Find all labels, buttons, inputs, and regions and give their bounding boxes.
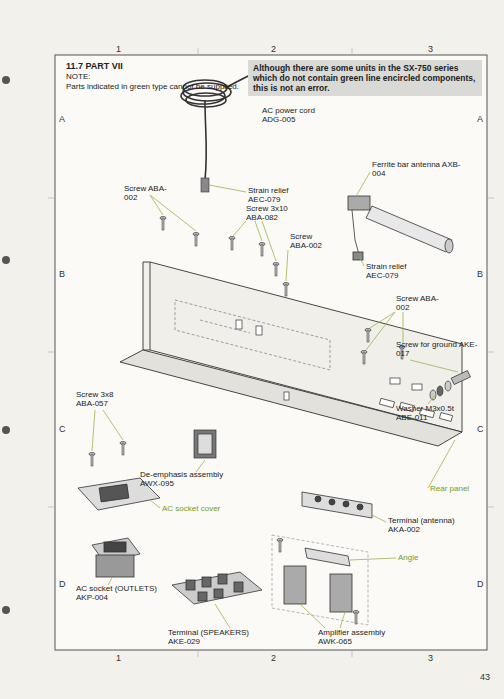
part-label: Washer M3x0.5t ABE-011 bbox=[396, 404, 468, 422]
page-number: 43 bbox=[480, 673, 490, 682]
part-label: Screw 3x8 ABA-057 bbox=[76, 390, 122, 408]
grid-letter: C bbox=[59, 425, 66, 434]
grid-number: 2 bbox=[271, 654, 276, 663]
grid-number: 3 bbox=[428, 45, 433, 54]
grid-number: 1 bbox=[116, 45, 121, 54]
section-title: 11.7 PART VII bbox=[66, 61, 123, 71]
part-label: Screw ABA-002 bbox=[396, 294, 440, 312]
grid-number: 3 bbox=[428, 654, 433, 663]
part-label: Angle bbox=[398, 553, 418, 562]
grid-letter: A bbox=[477, 115, 483, 124]
part-label: AC socket (OUTLETS) AKP-004 bbox=[76, 584, 176, 602]
grid-letter: C bbox=[477, 425, 484, 434]
part-label: Screw 3x10 ABA-082 bbox=[246, 204, 296, 222]
part-label: AC socket cover bbox=[162, 504, 220, 513]
part-label: Screw for ground AKE-017 bbox=[396, 340, 482, 358]
note-text: Parts indicated in green type cannot be … bbox=[66, 82, 239, 91]
part-label: Ferrite bar antenna AXB-004 bbox=[372, 160, 464, 178]
part-label: Screw ABA-002 bbox=[124, 184, 168, 202]
note-text: Although there are some units in the SX-… bbox=[253, 63, 477, 93]
grid-letter: D bbox=[59, 580, 66, 589]
part-label: AC power cord ADG-005 bbox=[262, 106, 324, 124]
part-label: Amplifier assembly AWK-065 bbox=[318, 628, 402, 646]
grid-number: 2 bbox=[271, 45, 276, 54]
part-label: Strain relief AEC-079 bbox=[366, 262, 424, 280]
part-label: Rear panel bbox=[430, 484, 469, 493]
grid-letter: D bbox=[477, 580, 484, 589]
part-label: Terminal (SPEAKERS) AKE-029 bbox=[168, 628, 263, 646]
part-label: De-emphasis assembly AWX-095 bbox=[140, 470, 240, 488]
grid-letter: B bbox=[59, 270, 65, 279]
grid-number: 1 bbox=[116, 654, 121, 663]
note-box: Although there are some units in the SX-… bbox=[248, 60, 482, 96]
part-label: Strain relief AEC-079 bbox=[248, 186, 306, 204]
grid-letter: B bbox=[477, 270, 483, 279]
grid-letter: A bbox=[59, 115, 65, 124]
note-heading: NOTE: bbox=[66, 72, 90, 81]
part-label: Screw ABA-002 bbox=[290, 232, 332, 250]
part-label: Terminal (antenna) AKA-002 bbox=[388, 516, 474, 534]
